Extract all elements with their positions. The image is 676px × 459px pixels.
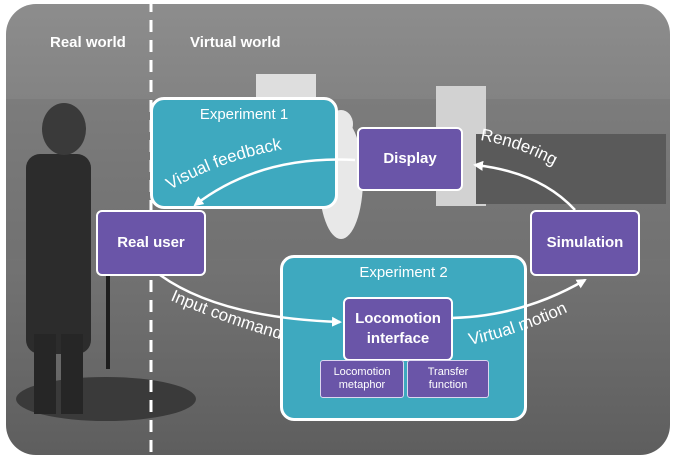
transfer-function-line1: Transfer [427,366,469,378]
transfer-function-box: Transfer function [407,360,489,398]
locomotion-metaphor-line2: metaphor [338,379,386,391]
label-virtual-motion: Virtual motion [467,298,570,349]
arrow-input-command [159,273,342,327]
locomotion-interface-line2: interface [366,330,430,347]
locomotion-interface-line1: Locomotion [355,310,441,327]
real-world-label: Real world [50,34,126,51]
real-user-head [42,103,86,155]
experiment-1-panel: Experiment 1 [150,97,338,209]
experiment-2-title: Experiment 2 [359,264,448,281]
locomotion-interface-box: Locomotion interface [343,297,453,361]
arrow-rendering [473,160,576,211]
label-rendering: Rendering [479,125,561,169]
locomotion-metaphor-line1: Locomotion [333,366,391,378]
locomotion-metaphor-box: Locomotion metaphor [320,360,404,398]
transfer-function-line2: function [428,379,468,391]
simulation-box: Simulation [530,210,640,276]
real-user-leg-right [61,334,83,414]
arrow-virtual-motion [444,278,587,320]
experiment-1-title: Experiment 1 [199,106,289,123]
real-user-box: Real user [96,210,206,276]
virtual-world-label: Virtual world [190,34,281,51]
input-device-stand [106,269,110,369]
arrow-visual-feedback [193,158,356,207]
real-user-leg-left [34,334,56,414]
real-user-silhouette [26,154,91,354]
label-visual-feedback: Visual feedback [163,135,284,194]
display-box: Display [357,127,463,191]
scene-wall-right [476,134,666,204]
